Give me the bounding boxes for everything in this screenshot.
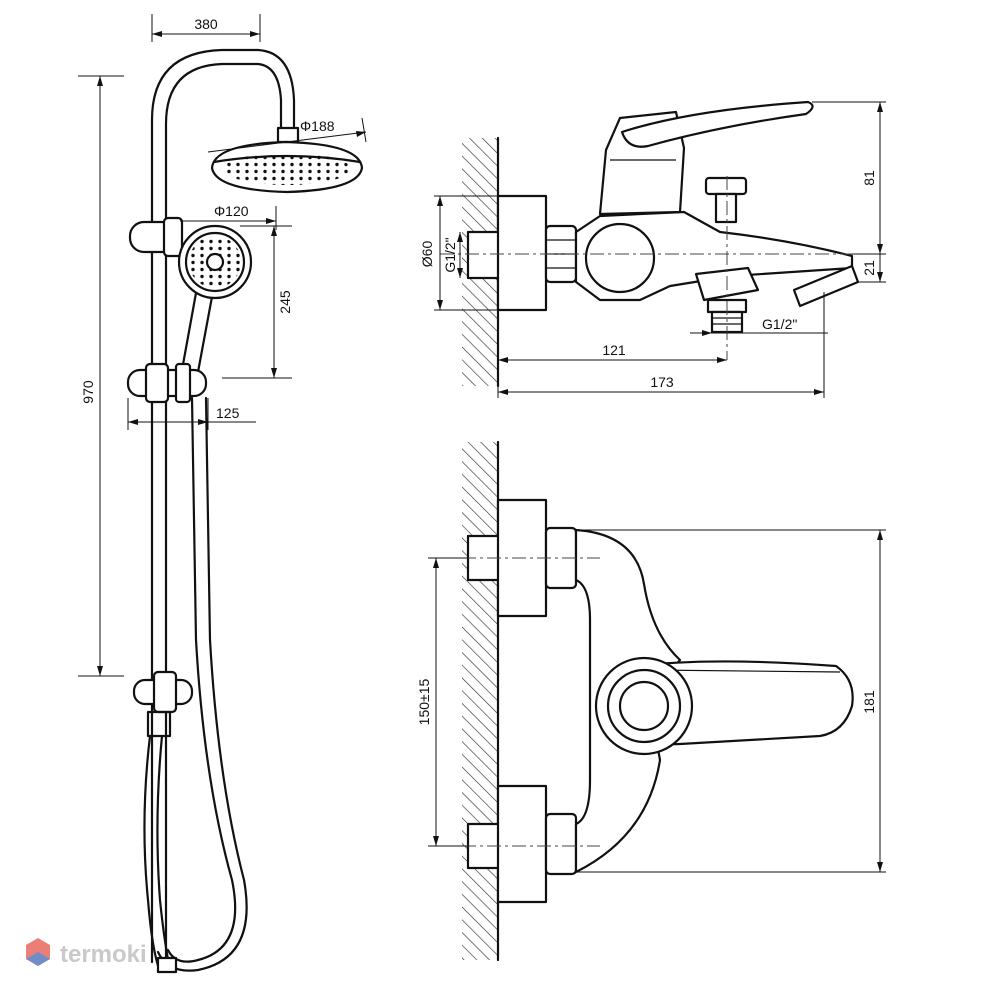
head-connector (276, 126, 300, 144)
dim-height-lower: 21 (858, 254, 886, 283)
dim-height-upper: 81 (812, 101, 886, 255)
dim-label-outlet-thread: G1/2" (762, 316, 797, 332)
hand-shower (177, 224, 253, 374)
dim-label-head-diameter: Φ188 (300, 118, 335, 134)
dim-label-inlet-thread: G1/2" (442, 237, 458, 272)
lower-nut (544, 812, 578, 876)
rain-shower-head (210, 140, 364, 194)
dim-total-height: 970 (78, 75, 124, 677)
dim-shower-width: 380 (151, 14, 261, 42)
dim-label-181: 181 (861, 690, 877, 714)
wall-hatch-top (462, 442, 498, 960)
dim-depth-outlet: 121 (498, 342, 727, 363)
dim-center-distance: 150±15 (416, 557, 468, 847)
diverter-knob (704, 176, 748, 196)
lower-diverter (132, 670, 194, 738)
lower-flange (496, 784, 548, 904)
dim-total-depth: 173 (497, 292, 825, 398)
dim-label-245: 245 (277, 290, 293, 314)
dim-inlet-diameter: Ø60 (419, 195, 498, 311)
riser-pipe-inner (164, 62, 283, 964)
dim-outlet-thread: G1/2" (690, 316, 828, 336)
dim-total-width: 181 (576, 529, 886, 873)
diverter-stem (714, 192, 738, 224)
dim-handset-length: 245 (222, 225, 293, 379)
riser-pipe-outer (150, 48, 296, 964)
hose-nut (156, 956, 178, 974)
dim-inlet-thread: G1/2" (442, 232, 463, 278)
dim-label-125: 125 (216, 405, 240, 421)
dim-label-21: 21 (861, 260, 877, 276)
termoki-watermark: termoki (26, 938, 147, 968)
dim-label-121: 121 (602, 342, 626, 358)
dim-label-center-distance: 150±15 (416, 678, 432, 725)
dim-label-81: 81 (861, 170, 877, 186)
dim-holder-offset: 125 (127, 398, 256, 430)
termoki-logo-icon (26, 938, 50, 966)
mixer-side-view: Ø60 G1/2" G1/2" 121 173 (419, 100, 886, 398)
dim-label-inlet-diameter: Ø60 (419, 241, 435, 268)
lever-hub (618, 680, 670, 732)
mixer-top-view: 150±15 181 (416, 440, 886, 962)
dim-label-380: 380 (194, 16, 218, 32)
hand-shower-holder (126, 362, 208, 404)
body-round (584, 222, 656, 294)
shower-hose (143, 396, 248, 974)
dim-label-970: 970 (80, 380, 96, 404)
dim-handset-diameter: Φ120 (180, 203, 277, 230)
wall-flange (496, 194, 548, 312)
dim-label-handset-diameter: Φ120 (214, 203, 249, 219)
upper-clamp (128, 216, 184, 258)
dim-head-diameter: Φ188 (207, 117, 367, 153)
shower-set: 380 Φ188 Φ120 245 (78, 14, 367, 974)
dim-label-173: 173 (650, 374, 674, 390)
mixer-lever (620, 100, 814, 148)
watermark-text: termoki (60, 941, 147, 968)
